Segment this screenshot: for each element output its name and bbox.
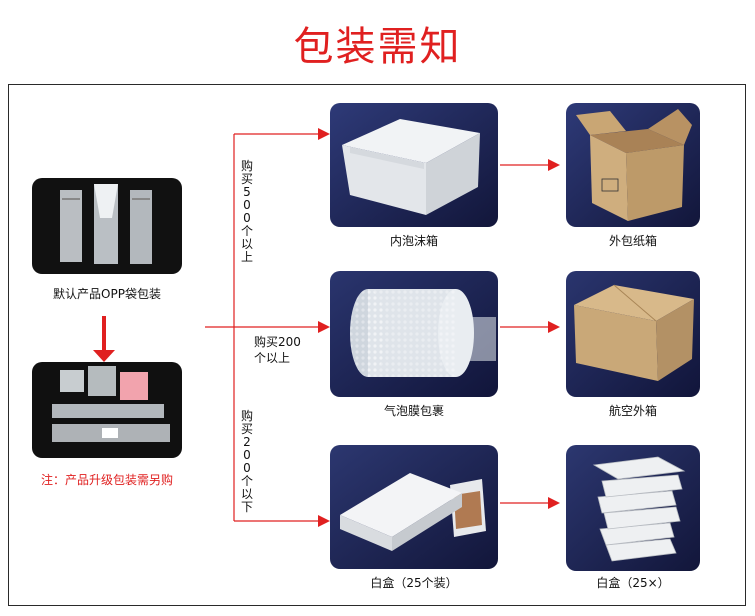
white-box-single-caption: 白盒（25个装）: [370, 576, 458, 590]
opp-bag-caption: 默认产品OPP袋包装: [53, 287, 161, 301]
condition-over-500: 购买500个以上: [240, 159, 253, 264]
upgrade-packaging-photo: [32, 362, 182, 458]
outer-carton-photo: [566, 103, 700, 227]
white-box-stack-caption: 白盒（25×）: [596, 576, 670, 590]
condition-over-200-line1: 购买200: [254, 335, 301, 349]
condition-under-200: 购买200个以下: [240, 409, 253, 514]
outer-carton-caption: 外包纸箱: [608, 234, 657, 248]
foam-box-photo: [330, 103, 498, 227]
air-carton-caption: 航空外箱: [608, 404, 657, 418]
foam-box-caption: 内泡沫箱: [389, 234, 438, 248]
condition-over-200-line2: 个以上: [254, 351, 291, 365]
air-carton-photo: [566, 271, 700, 397]
bubble-wrap-caption: 气泡膜包裹: [383, 404, 444, 418]
upgrade-note: 注：产品升级包装需另购: [40, 473, 173, 487]
page-title: 包装需知: [293, 24, 462, 70]
white-box-single-photo: [330, 445, 498, 569]
white-box-stack-photo: [566, 445, 700, 571]
opp-bag-photo: [32, 178, 182, 274]
packaging-diagram-frame: [8, 84, 746, 606]
bubble-wrap-photo: [330, 271, 498, 397]
